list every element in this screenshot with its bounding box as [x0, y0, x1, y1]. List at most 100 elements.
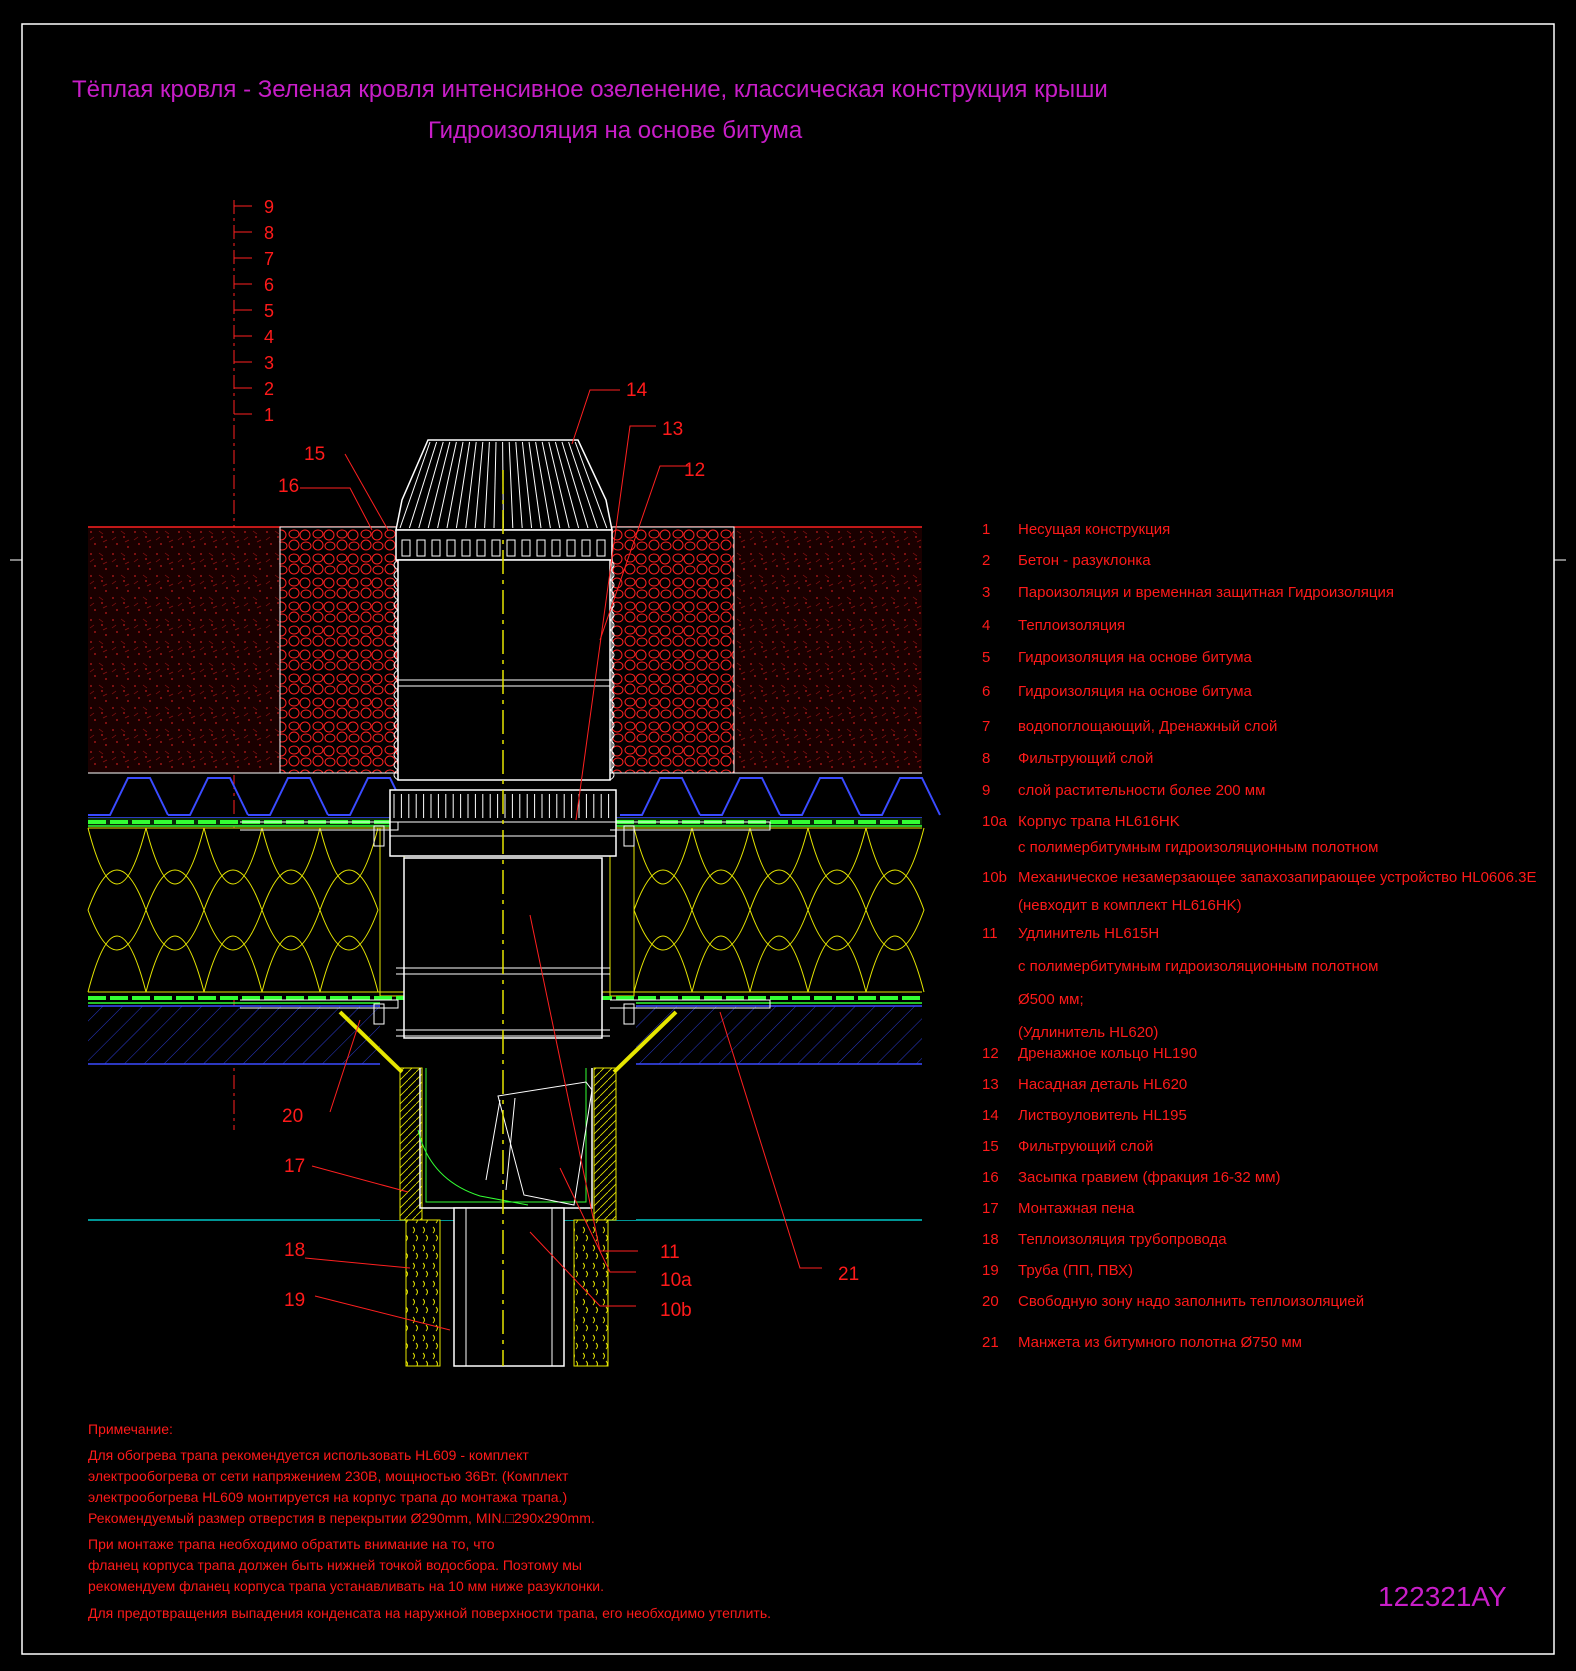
drain-pipe [453, 1207, 565, 1367]
legend-number: 17 [982, 1200, 999, 1217]
legend-number: 1 [982, 521, 990, 538]
legend-text: слой растительности более 200 мм [1018, 782, 1265, 799]
legend-text: Корпус трапа HL616HK [1018, 813, 1180, 830]
note-line: Для обогрева трапа рекомендуется использ… [88, 1447, 529, 1463]
legend-number: 14 [982, 1107, 999, 1124]
gravel-fill-right [612, 527, 734, 773]
legend-number: 7 [982, 718, 990, 735]
legend-number: 10a [982, 813, 1008, 830]
note-line: рекомендуем фланец корпуса трапа устанав… [88, 1578, 604, 1594]
scale-label: 1 [264, 405, 274, 425]
legend: 1 Несущая конструкция 2 Бетон - разуклонка 3… [982, 521, 1536, 1351]
legend-text: водопоглощающий, Дренажный слой [1018, 718, 1277, 735]
legend-number: 15 [982, 1138, 999, 1155]
odour-trap [497, 1081, 593, 1206]
legend-text: Гидроизоляция на основе битума [1018, 683, 1253, 700]
mounting-foam-left [399, 1067, 423, 1221]
legend-text: Бетон - разуклонка [1018, 552, 1151, 569]
legend-text: Свободную зону надо заполнить теплоизоля… [1018, 1293, 1364, 1310]
legend-number: 5 [982, 649, 990, 666]
legend-text: Гидроизоляция на основе битума [1018, 649, 1253, 666]
legend-text: Монтажная пена [1018, 1200, 1135, 1217]
leader-label-13: 13 [662, 419, 683, 440]
legend-text: Насадная деталь HL620 [1018, 1076, 1187, 1093]
legend-number: 21 [982, 1334, 999, 1351]
title-line-1: Тёплая кровля - Зеленая кровля интенсивн… [72, 76, 1108, 103]
legend-text: с полимербитумным гидроизоляционным поло… [1018, 839, 1378, 856]
leader-lines [300, 389, 822, 1331]
leader-label-11: 11 [660, 1242, 680, 1263]
legend-number: 16 [982, 1169, 999, 1186]
legend-number: 8 [982, 750, 990, 767]
legend-text: (Удлинитель HL620) [1018, 1024, 1158, 1041]
legend-text: Теплоизоляция [1018, 617, 1125, 634]
leader-label-12: 12 [684, 460, 705, 481]
legend-text: Ø500 мм; [1018, 991, 1084, 1008]
attachment-pipe [397, 559, 611, 781]
pipe-insulation-left [405, 1219, 441, 1367]
drainage-layer-left [88, 777, 409, 816]
legend-number: 10b [982, 869, 1007, 886]
scale-label: 7 [264, 249, 274, 269]
legend-text: Фильтрующий слой [1018, 1138, 1153, 1155]
scale-label: 3 [264, 353, 274, 373]
note-line: фланец корпуса трапа должен быть нижней … [88, 1557, 582, 1573]
scale-label: 5 [264, 301, 274, 321]
notes-heading: Примечание: [88, 1421, 173, 1437]
leaf-guard [395, 439, 613, 561]
legend-text: Засыпка гравием (фракция 16-32 мм) [1018, 1169, 1281, 1186]
scale-label: 9 [264, 197, 274, 217]
legend-text: Манжета из битумного полотна Ø750 мм [1018, 1334, 1302, 1351]
legend-text: Удлинитель HL615H [1018, 925, 1159, 942]
leader-label-14: 14 [626, 380, 648, 401]
leader-label-15: 15 [304, 444, 325, 465]
leader-label-18: 18 [284, 1240, 305, 1261]
legend-number: 18 [982, 1231, 999, 1248]
legend-number: 4 [982, 617, 990, 634]
legend-text: Листвоуловитель HL195 [1018, 1107, 1187, 1124]
legend-number: 3 [982, 584, 990, 601]
drain-assembly [240, 439, 771, 1367]
legend-text: Дренажное кольцо HL190 [1018, 1045, 1197, 1062]
scale-label: 8 [264, 223, 274, 243]
note-line: электрообогрева HL609 монтируется на кор… [88, 1489, 567, 1505]
legend-text: Несущая конструкция [1018, 521, 1170, 538]
leader-label-10b: 10b [660, 1300, 692, 1321]
roof-layers [87, 526, 941, 1221]
note-line: При монтаже трапа необходимо обратить вн… [88, 1536, 495, 1552]
scale-label: 4 [264, 327, 274, 347]
legend-text: с полимербитумным гидроизоляционным поло… [1018, 958, 1378, 975]
notes: Примечание: Для обогрева трапа рекоменду… [88, 1421, 771, 1621]
legend-text: Теплоизоляция трубопровода [1018, 1231, 1227, 1248]
legend-number: 6 [982, 683, 990, 700]
legend-number: 12 [982, 1045, 999, 1062]
legend-number: 9 [982, 782, 990, 799]
leader-label-21: 21 [838, 1264, 859, 1285]
gravel-fill-left [280, 527, 400, 773]
drainage-layer-right [620, 777, 941, 816]
drawing-code: 122321AY [1378, 1581, 1507, 1612]
leader-label-20: 20 [282, 1106, 303, 1127]
legend-text: Фильтрующий слой [1018, 750, 1153, 767]
legend-number: 19 [982, 1262, 999, 1279]
legend-number: 11 [982, 925, 998, 942]
legend-number: 13 [982, 1076, 999, 1093]
legend-text: Механическое незамерзающее запахозапираю… [1018, 869, 1536, 886]
leader-label-10a: 10a [660, 1270, 692, 1291]
mounting-foam-right [593, 1067, 617, 1221]
legend-text: (невходит в комплект HL616HK) [1018, 897, 1242, 914]
legend-text: Пароизоляция и временная защитная Гидрои… [1018, 584, 1394, 601]
drawing-frame [21, 23, 1555, 1655]
note-line: Рекомендуемый размер отверстия в перекры… [88, 1510, 595, 1526]
scale-label: 2 [264, 379, 274, 399]
leader-label-19: 19 [284, 1290, 305, 1311]
vegetation-layer-left [88, 527, 280, 773]
legend-text: Труба (ПП, ПВХ) [1018, 1262, 1133, 1279]
scale-label: 6 [264, 275, 274, 295]
vegetation-layer-right [734, 527, 922, 773]
pipe-insulation-right [573, 1219, 609, 1367]
leader-label-16: 16 [278, 476, 299, 497]
title-line-2: Гидроизоляция на основе битума [428, 117, 803, 144]
legend-number: 2 [982, 552, 990, 569]
